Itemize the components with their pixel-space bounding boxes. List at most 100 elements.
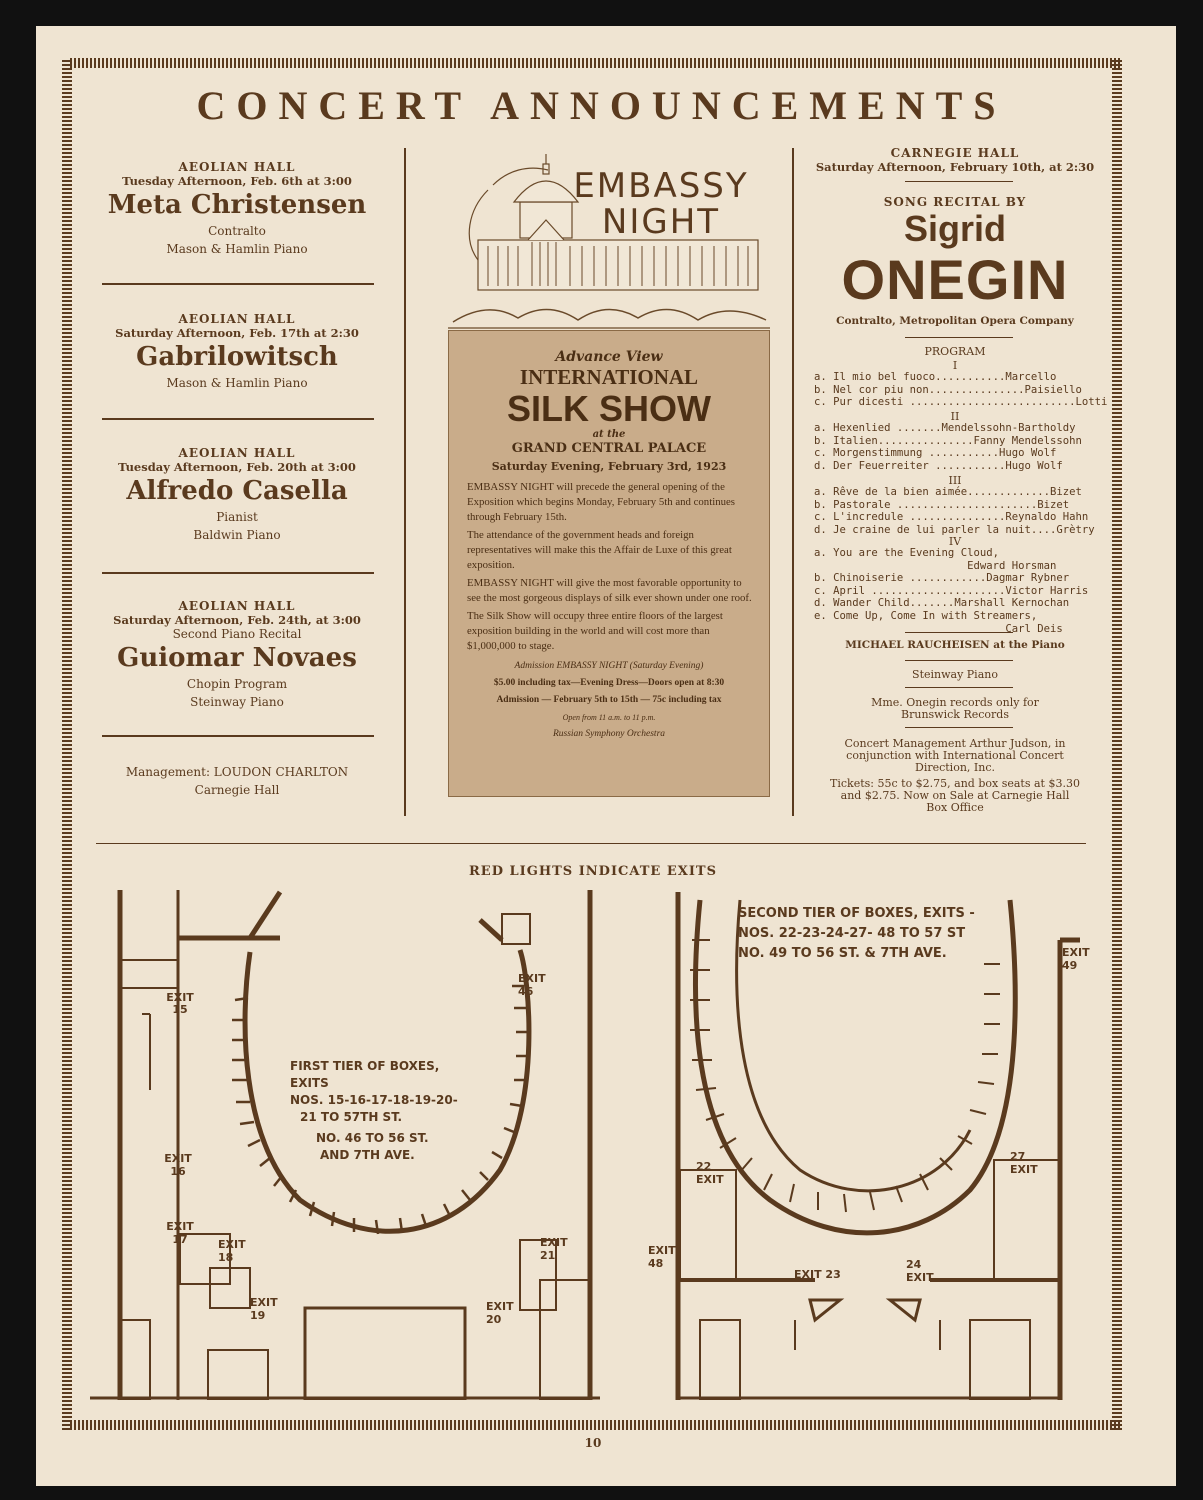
records-label: Brunswick Records (901, 708, 1009, 721)
program-item: a. Hexenlied .......Mendelssohn-Barthold… (814, 422, 1076, 434)
program-item: e. Come Up, Come In with Streamers, (814, 609, 1038, 622)
concert-time: Tuesday Afternoon, Feb. 20th at 3:00 (118, 460, 356, 474)
exit-label: 27 EXIT (1010, 1150, 1038, 1176)
ad-admission-embassy: Admission EMBASSY NIGHT (Saturday Evenin… (514, 661, 704, 671)
column-divider-left (404, 148, 406, 816)
plan-note: NO. 46 TO 56 ST. (316, 1131, 429, 1145)
exit-label: 22 EXIT (696, 1160, 724, 1186)
ad-paragraph: EMBASSY NIGHT will give the most favorab… (467, 577, 752, 604)
first-tier-floor-plan (90, 890, 600, 1400)
second-tier-floor-plan (675, 892, 1080, 1400)
ad-hours: Open from 11 a.m. to 11 p.m. (562, 713, 656, 722)
group-number: I (952, 359, 958, 372)
artist-detail: Pianist (216, 510, 258, 524)
ad-date: Saturday Evening, February 3rd, 1923 (491, 460, 727, 473)
plan-note: NOS. 15-16-17-18-19-20- (290, 1093, 458, 1107)
ad-at: at the (592, 429, 626, 440)
ad-paragraph: The attendance of the government heads a… (467, 529, 732, 571)
divider (102, 283, 374, 285)
concert-time: Saturday Afternoon, Feb. 17th at 2:30 (115, 326, 359, 340)
exit-label: EXIT 49 (1062, 946, 1090, 972)
hall-name: AEOLIAN HALL (178, 312, 296, 326)
piano-credit: Steinway Piano (912, 668, 998, 681)
exit-label: EXIT 16 (164, 1152, 192, 1178)
exit-label: 24 EXIT (906, 1258, 934, 1284)
tickets-line: Tickets: 55c to $2.75, and box seats at … (830, 777, 1080, 790)
concert-listing: AEOLIAN HALL Saturday Afternoon, Feb. 24… (100, 599, 374, 711)
divider (102, 418, 374, 420)
singer-description: Contralto, Metropolitan Opera Company (836, 315, 1074, 327)
plan-note: FIRST TIER OF BOXES, EXITS (290, 1059, 440, 1090)
exit-label: EXIT 21 (540, 1236, 568, 1262)
management-credit: Management: LOUDON CHARLTON Carnegie Hal… (100, 763, 374, 799)
ad-paragraph: EMBASSY NIGHT will precede the general o… (467, 481, 735, 523)
program-item: c. L'incredule ...............Reynaldo H… (814, 511, 1089, 524)
hall-name: AEOLIAN HALL (178, 160, 296, 174)
ad-orchestra: Russian Symphony Orchestra (552, 729, 666, 739)
ad-admission-general: Admission — February 5th to 15th — 75c i… (496, 695, 722, 705)
program-item: c. Pur dicesti .........................… (814, 396, 1108, 409)
hall-name: AEOLIAN HALL (178, 599, 296, 613)
program-group: a. You are the Evening Cloud, Edward Hor… (814, 547, 1090, 635)
management-line: Concert Management Arthur Judson, in (844, 737, 1066, 750)
artist-detail: Contralto (208, 224, 266, 238)
piano-credit: Mason & Hamlin Piano (166, 376, 308, 390)
ad-admission-price: $5.00 including tax—Evening Dress—Doors … (493, 678, 725, 688)
artist-name: Meta Christensen (107, 190, 367, 220)
page-number: 10 (584, 1436, 602, 1450)
accompanist: MICHAEL RAUCHEISEN at the Piano (845, 639, 1065, 651)
program-group: a. Rêve de la bien aimée.............Biz… (814, 486, 1095, 536)
piano-credit: Mason & Hamlin Piano (166, 242, 308, 256)
program-item: c. Morgenstimmung ...........Hugo Wolf (814, 447, 1057, 460)
divider (905, 181, 1013, 182)
ad-title-1: EMBASSY (573, 166, 749, 206)
management-line: Direction, Inc. (915, 761, 995, 774)
piano-credit: Baldwin Piano (193, 528, 281, 542)
program-item: c. April .....................Victor Har… (814, 584, 1089, 597)
recital-note: Second Piano Recital (172, 627, 302, 641)
divider (905, 632, 1013, 633)
program-item: a. Il mio bel fuoco...........Marcello (814, 371, 1057, 383)
hall-name: AEOLIAN HALL (178, 446, 296, 460)
program-item: Carl Deis (814, 622, 1063, 635)
exit-label: EXIT 46 (518, 972, 546, 998)
program-group: a. Hexenlied .......Mendelssohn-Barthold… (814, 422, 1090, 472)
records-note: Mme. Onegin records only for (871, 696, 1039, 709)
program-item: Edward Horsman (814, 559, 1057, 572)
page-heading: CONCERT ANNOUNCEMENTS (196, 83, 1007, 128)
concert-listing: AEOLIAN HALL Tuesday Afternoon, Feb. 6th… (100, 160, 374, 258)
concert-time: Tuesday Afternoon, Feb. 6th at 3:00 (122, 174, 352, 188)
program-item: a. Rêve de la bien aimée.............Biz… (814, 486, 1082, 498)
management-place: Carnegie Hall (194, 783, 280, 797)
concert-listing: AEOLIAN HALL Tuesday Afternoon, Feb. 20t… (100, 446, 374, 544)
plan-note: NO. 49 TO 56 ST. & 7TH AVE. (738, 946, 947, 961)
divider (905, 660, 1013, 661)
concert-time: Saturday Afternoon, February 10th, at 2:… (815, 160, 1095, 174)
ad-panel: Advance View INTERNATIONAL SILK SHOW at … (448, 330, 770, 797)
management-line: conjunction with International Concert (846, 749, 1064, 762)
column-divider-right (792, 148, 794, 816)
plan-note: NOS. 22-23-24-27- 48 TO 57 ST (738, 926, 966, 941)
exit-label: EXIT 18 (218, 1238, 246, 1264)
concert-time: Saturday Afternoon, Feb. 24th, at 3:00 (113, 613, 361, 627)
section-divider (96, 843, 1086, 844)
program-item: b. Italien...............Fanny Mendelsso… (814, 434, 1082, 447)
concert-listing: AEOLIAN HALL Saturday Afternoon, Feb. 17… (100, 312, 374, 392)
exit-label: EXIT 19 (250, 1296, 278, 1322)
piano-credit: Steinway Piano (190, 695, 284, 709)
tickets-line: and $2.75. Now on Sale at Carnegie Hall (840, 789, 1070, 802)
ad-paragraph: The Silk Show will occupy three entire f… (467, 610, 723, 652)
program-note: Chopin Program (186, 677, 288, 691)
plan-note: 21 TO 57TH ST. (300, 1110, 403, 1124)
recital-label: SONG RECITAL BY (883, 195, 1027, 209)
singer-first-name: Sigrid (903, 208, 1006, 249)
management-name: Management: LOUDON CHARLTON (125, 765, 349, 779)
ad-international: INTERNATIONAL (519, 365, 699, 389)
group-number: IV (948, 535, 962, 548)
program-item: d. Der Feuerreiter ...........Hugo Wolf (814, 459, 1063, 472)
exit-label: EXIT 20 (486, 1300, 514, 1326)
ad-title-2: NIGHT (601, 202, 721, 242)
program-item: a. You are the Evening Cloud, (814, 547, 999, 559)
plan-note: AND 7TH AVE. (320, 1148, 415, 1162)
exits-title: RED LIGHTS INDICATE EXITS (469, 864, 717, 879)
